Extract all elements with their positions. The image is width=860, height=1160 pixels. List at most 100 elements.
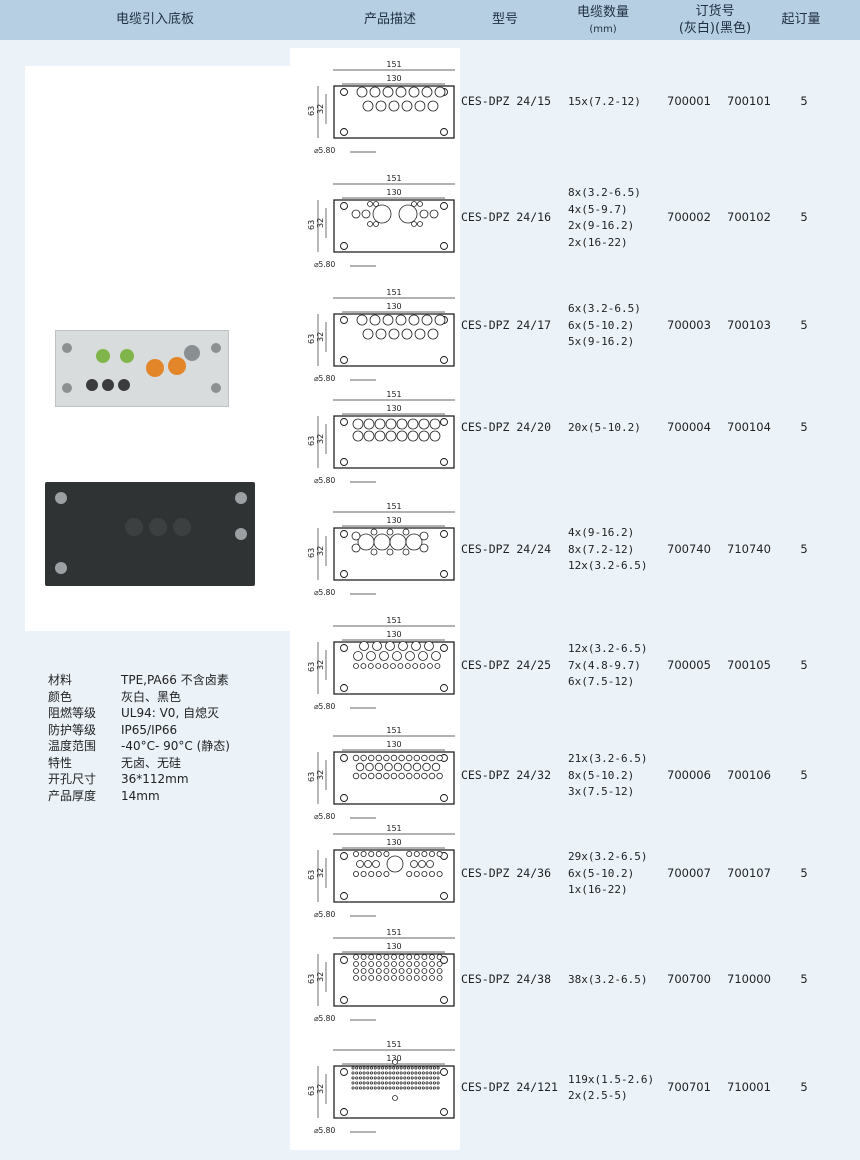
cable-spec-list: 21x(3.2-6.5)8x(5-10.2)3x(7.5-12) — [568, 751, 647, 801]
cable-hole — [362, 1086, 366, 1090]
cable-hole — [391, 975, 397, 981]
order-no-black: 710001 — [727, 1080, 771, 1094]
cable-hole — [353, 850, 360, 857]
cable-hole — [360, 850, 367, 857]
order-no-gray: 700001 — [667, 94, 711, 108]
cable-hole — [388, 1086, 392, 1090]
cable-spec-list: 12x(3.2-6.5)7x(4.8-9.7)6x(7.5-12) — [568, 641, 647, 691]
cable-hole — [432, 1086, 436, 1090]
cable-hole — [418, 651, 428, 661]
cable-hole — [351, 1076, 355, 1080]
spec-label: 材料 — [48, 673, 73, 687]
cable-holes — [356, 314, 446, 340]
dim-hole: ⌀5.80 — [314, 146, 335, 155]
cable-hole — [421, 954, 428, 960]
cable-hole — [407, 430, 419, 442]
cable-hole — [383, 961, 390, 967]
cable-hole — [351, 531, 361, 541]
cable-hole — [391, 954, 397, 960]
cable-hole — [366, 1071, 370, 1075]
cable-hole — [384, 1066, 388, 1070]
header-order-no-sub: (灰白)(黑色) — [678, 21, 752, 36]
dim-inner-height: 32 — [316, 546, 325, 556]
cable-hole — [383, 954, 390, 960]
cable-hole — [366, 651, 376, 661]
cable-hole — [366, 1081, 370, 1085]
cable-hole — [407, 1086, 411, 1090]
spec-value: TPE,PA66 不含卤素 — [121, 673, 229, 687]
dim-inner-height: 32 — [316, 332, 325, 342]
cable-hole — [381, 1086, 385, 1090]
cable-hole — [398, 641, 408, 651]
product-model: CES-DPZ 24/36 — [461, 866, 552, 880]
cable-hole — [370, 1071, 374, 1075]
cable-hole — [360, 772, 367, 780]
product-model: CES-DPZ 24/25 — [461, 658, 552, 672]
min-order-qty: 5 — [800, 1080, 808, 1094]
cable-hole — [429, 430, 441, 442]
cable-hole — [355, 762, 365, 772]
cable-hole — [355, 1086, 359, 1090]
order-no-black: 700103 — [727, 318, 771, 332]
cable-hole — [383, 754, 390, 762]
cable-hole — [429, 209, 439, 219]
min-order-qty: 5 — [800, 866, 808, 880]
spec-value: 14mm — [121, 788, 160, 803]
cable-hole — [375, 100, 387, 112]
cable-hole — [356, 860, 364, 868]
mounting-hole — [440, 128, 448, 136]
dim-inner-width: 130 — [386, 188, 401, 197]
cable-hole — [375, 961, 382, 967]
cable-hole — [402, 528, 410, 536]
cable-hole — [429, 975, 435, 981]
cable-hole — [383, 968, 390, 974]
cable-hole — [386, 548, 394, 556]
cable-hole — [362, 100, 374, 112]
cable-spec: 2x(2.5-5) — [568, 1089, 628, 1102]
header-moq: 起订量 — [781, 12, 821, 27]
dim-hole: ⌀5.80 — [314, 1014, 335, 1023]
cable-hole — [382, 314, 394, 326]
cable-hole — [375, 663, 382, 669]
mounting-hole — [340, 956, 348, 964]
mounting-hole — [340, 128, 348, 136]
cable-hole — [377, 1086, 381, 1090]
dim-inner-height: 32 — [316, 1084, 325, 1094]
cable-hole — [398, 772, 405, 780]
cable-hole — [419, 209, 429, 219]
dim-inner-width: 130 — [386, 404, 401, 413]
cable-hole — [396, 418, 408, 430]
dim-inner-width: 130 — [386, 1054, 401, 1063]
cable-hole — [436, 975, 443, 981]
spec-row: 颜色灰白、黑色 — [48, 689, 230, 706]
cable-hole — [407, 1066, 411, 1070]
mounting-hole — [440, 794, 448, 802]
cable-hole — [375, 954, 382, 960]
cable-hole — [398, 968, 405, 974]
cable-spec-list: 6x(3.2-6.5)6x(5-10.2)5x(9-16.2) — [568, 301, 641, 351]
order-no-gray: 700005 — [667, 658, 711, 672]
dim-hole: ⌀5.80 — [314, 1126, 335, 1135]
cable-hole — [370, 1086, 374, 1090]
cable-hole — [417, 221, 423, 227]
cable-spec: 3x(7.5-12) — [568, 785, 635, 799]
cable-spec: 4x(5-9.7) — [568, 202, 628, 216]
cable-hole — [436, 961, 443, 967]
cable-spec: 8x(7.2-12) — [568, 542, 635, 556]
cable-hole — [368, 968, 375, 974]
cable-hole — [395, 1076, 399, 1080]
mounting-hole — [440, 202, 448, 210]
cable-hole — [388, 1071, 392, 1075]
dim-height: 63 — [307, 772, 316, 782]
cable-hole — [370, 1076, 374, 1080]
cable-hole — [421, 1076, 425, 1080]
cable-hole — [356, 314, 368, 326]
cable-hole — [377, 1076, 381, 1080]
cable-hole — [431, 651, 441, 661]
dim-inner-height: 32 — [316, 972, 325, 982]
cable-hole — [436, 954, 443, 960]
cable-hole — [436, 871, 443, 878]
mounting-hole — [440, 996, 448, 1004]
cable-hole — [370, 1081, 374, 1085]
